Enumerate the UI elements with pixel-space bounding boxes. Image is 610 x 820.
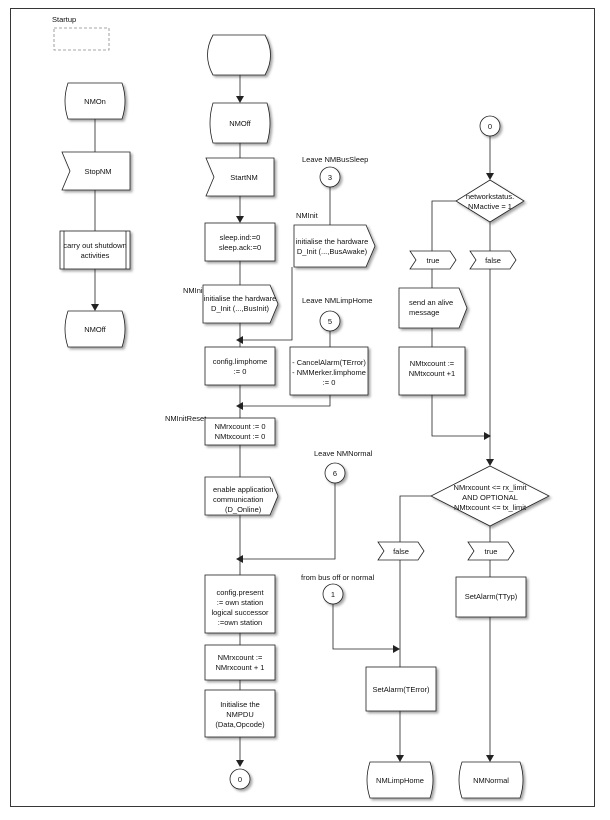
- label-nminit-center: NMInit: [183, 286, 206, 295]
- decision-networkstatus-line2: NMactive = 1: [468, 202, 512, 211]
- connector-0-bottom-label: 0: [238, 775, 242, 784]
- label-leave-busssleep: Leave NMBusSleep: [302, 155, 368, 164]
- process-cancel-alarm-line3: := 0: [323, 378, 336, 387]
- process-config-present-line1: config.present: [216, 588, 264, 597]
- decision-limit-check-line2: AND OPTIONAL: [462, 493, 518, 502]
- center-column: NMOff StartNM sleep.ind:=0 sleep.ack:=0 …: [165, 34, 279, 790]
- branch-false-2-label: false: [393, 547, 409, 556]
- process-set-alarm-typ: [455, 576, 527, 618]
- branch-false-2: [377, 541, 425, 561]
- left-column: NMOn StopNM carry out shutdown activitie…: [59, 82, 131, 348]
- output-alive-message-line2: message: [409, 308, 439, 317]
- label-nminit-middle: NMInit: [296, 211, 319, 220]
- process-config-present-line2: := own station: [217, 598, 264, 607]
- label-from-busoff: from bus off or normal: [301, 573, 375, 582]
- event-stopnm: [61, 151, 131, 191]
- process-config-present-line3: logical successor: [211, 608, 269, 617]
- connector-0-bottom: [229, 768, 251, 790]
- output-enable-comm-line2: communication: [213, 495, 263, 504]
- startup-label: Startup: [52, 15, 76, 24]
- process-cancel-alarm-line1: - CancelAlarm(TError): [292, 358, 366, 367]
- process-cancel-alarm: [289, 346, 369, 396]
- start-terminal: [207, 34, 271, 76]
- right-column: 0 networkstatus. NMactive = 1 true false…: [365, 115, 550, 799]
- process-config-limphome-line1: config.limphome: [213, 357, 268, 366]
- label-leave-normal: Leave NMNormal: [314, 449, 373, 458]
- decision-limit-check-line3: NMtxcount <= tx_limit: [454, 503, 527, 512]
- process-config-limphome: [204, 346, 276, 386]
- process-cancel-alarm-line2: - NMMerker.limphome: [292, 368, 366, 377]
- decision-limit-check-line1: NMrxcount <= rx_limit: [454, 483, 528, 492]
- process-counters-reset-line2: NMtxcount := 0: [215, 432, 266, 441]
- process-shutdown-line2: activities: [81, 251, 110, 260]
- decision-networkstatus-line1: networkstatus.: [466, 192, 514, 201]
- middle-column: Leave NMBusSleep 3 NMInit initialise the…: [236, 155, 400, 653]
- state-nmon-label: NMOn: [84, 97, 106, 106]
- process-rxcount-inc-line2: NMrxcount + 1: [216, 663, 265, 672]
- process-init-nmpdu-line2: NMPDU: [226, 710, 254, 719]
- output-enable-comm: [204, 476, 279, 516]
- process-counters-reset-line1: NMrxcount := 0: [214, 422, 265, 431]
- connector-1-label: 1: [331, 590, 335, 599]
- state-nmoff-center: [209, 102, 271, 144]
- process-rxcount-inc-line1: NMrxcount :=: [218, 653, 263, 662]
- output-init-hw-businit-line2: D_Init (...,BusInit): [211, 304, 269, 313]
- state-nmlimphome-label: NMLimpHome: [376, 776, 424, 785]
- process-init-nmpdu: [204, 689, 276, 738]
- process-init-nmpdu-line1: Initialise the: [220, 700, 260, 709]
- connector-6-label: 6: [333, 469, 337, 478]
- process-counters-reset: [204, 417, 276, 446]
- process-sleep-init: [204, 222, 276, 262]
- process-txcount-inc-line2: NMtxcount +1: [409, 369, 455, 378]
- process-sleep-init-line1: sleep.ind:=0: [220, 233, 261, 242]
- process-shutdown: [59, 230, 131, 270]
- branch-true-1-label: true: [427, 256, 440, 265]
- state-nmlimphome: [366, 761, 434, 799]
- event-startnm-label: StartNM: [230, 173, 258, 182]
- branch-false-1: [469, 250, 517, 270]
- output-enable-comm-line1: enable application: [213, 485, 273, 494]
- state-nmoff-left: [64, 310, 126, 348]
- connector-5-label: 5: [328, 317, 332, 326]
- connector-3-label: 3: [328, 173, 332, 182]
- branch-false-1-label: false: [485, 256, 501, 265]
- label-leave-limphome: Leave NMLimpHome: [302, 296, 372, 305]
- process-shutdown-line1: carry out shutdown: [63, 241, 126, 250]
- output-init-hw-busawake-line2: D_Init (...,BusAwake): [297, 247, 368, 256]
- process-txcount-inc: [398, 346, 466, 396]
- output-alive-message: [398, 287, 468, 329]
- state-nmoff-left-label: NMOff: [84, 325, 106, 334]
- output-enable-comm-line3: (D_Online): [225, 505, 262, 514]
- process-init-nmpdu-line3: (Data,Opcode): [215, 720, 265, 729]
- process-set-alarm-typ-label: SetAlarm(TTyp): [465, 592, 518, 601]
- state-nmnormal: [458, 761, 524, 799]
- output-init-hw-businit: [202, 284, 279, 324]
- label-nminitreset: NMInitReset: [165, 414, 207, 423]
- page-border: [10, 8, 595, 807]
- process-config-present-line4: :=own station: [218, 618, 262, 627]
- state-nmoff-center-label: NMOff: [229, 119, 251, 128]
- output-alive-message-line1: send an alive: [409, 298, 453, 307]
- state-nmon: [64, 82, 126, 120]
- branch-true-2: [467, 541, 515, 561]
- decision-networkstatus: [455, 179, 525, 223]
- process-rxcount-inc: [204, 644, 276, 681]
- output-init-hw-businit-line1: initialise the hardware: [204, 294, 277, 303]
- connector-0-top-label: 0: [488, 122, 492, 131]
- process-set-alarm-error-label: SetAlarm(TError): [372, 685, 430, 694]
- state-nmnormal-label: NMNormal: [473, 776, 509, 785]
- output-init-hw-busawake: [293, 224, 376, 268]
- output-init-hw-busawake-line1: initialise the hardware: [296, 237, 369, 246]
- branch-true-1: [409, 250, 457, 270]
- process-set-alarm-error: [365, 666, 437, 712]
- process-sleep-init-line2: sleep.ack:=0: [219, 243, 261, 252]
- event-stopnm-label: StopNM: [84, 167, 111, 176]
- process-txcount-inc-line1: NMtxcount :=: [410, 359, 455, 368]
- process-config-present: [204, 574, 276, 634]
- branch-true-2-label: true: [485, 547, 498, 556]
- startup-placeholder: [53, 27, 110, 51]
- process-config-limphome-line2: := 0: [234, 367, 247, 376]
